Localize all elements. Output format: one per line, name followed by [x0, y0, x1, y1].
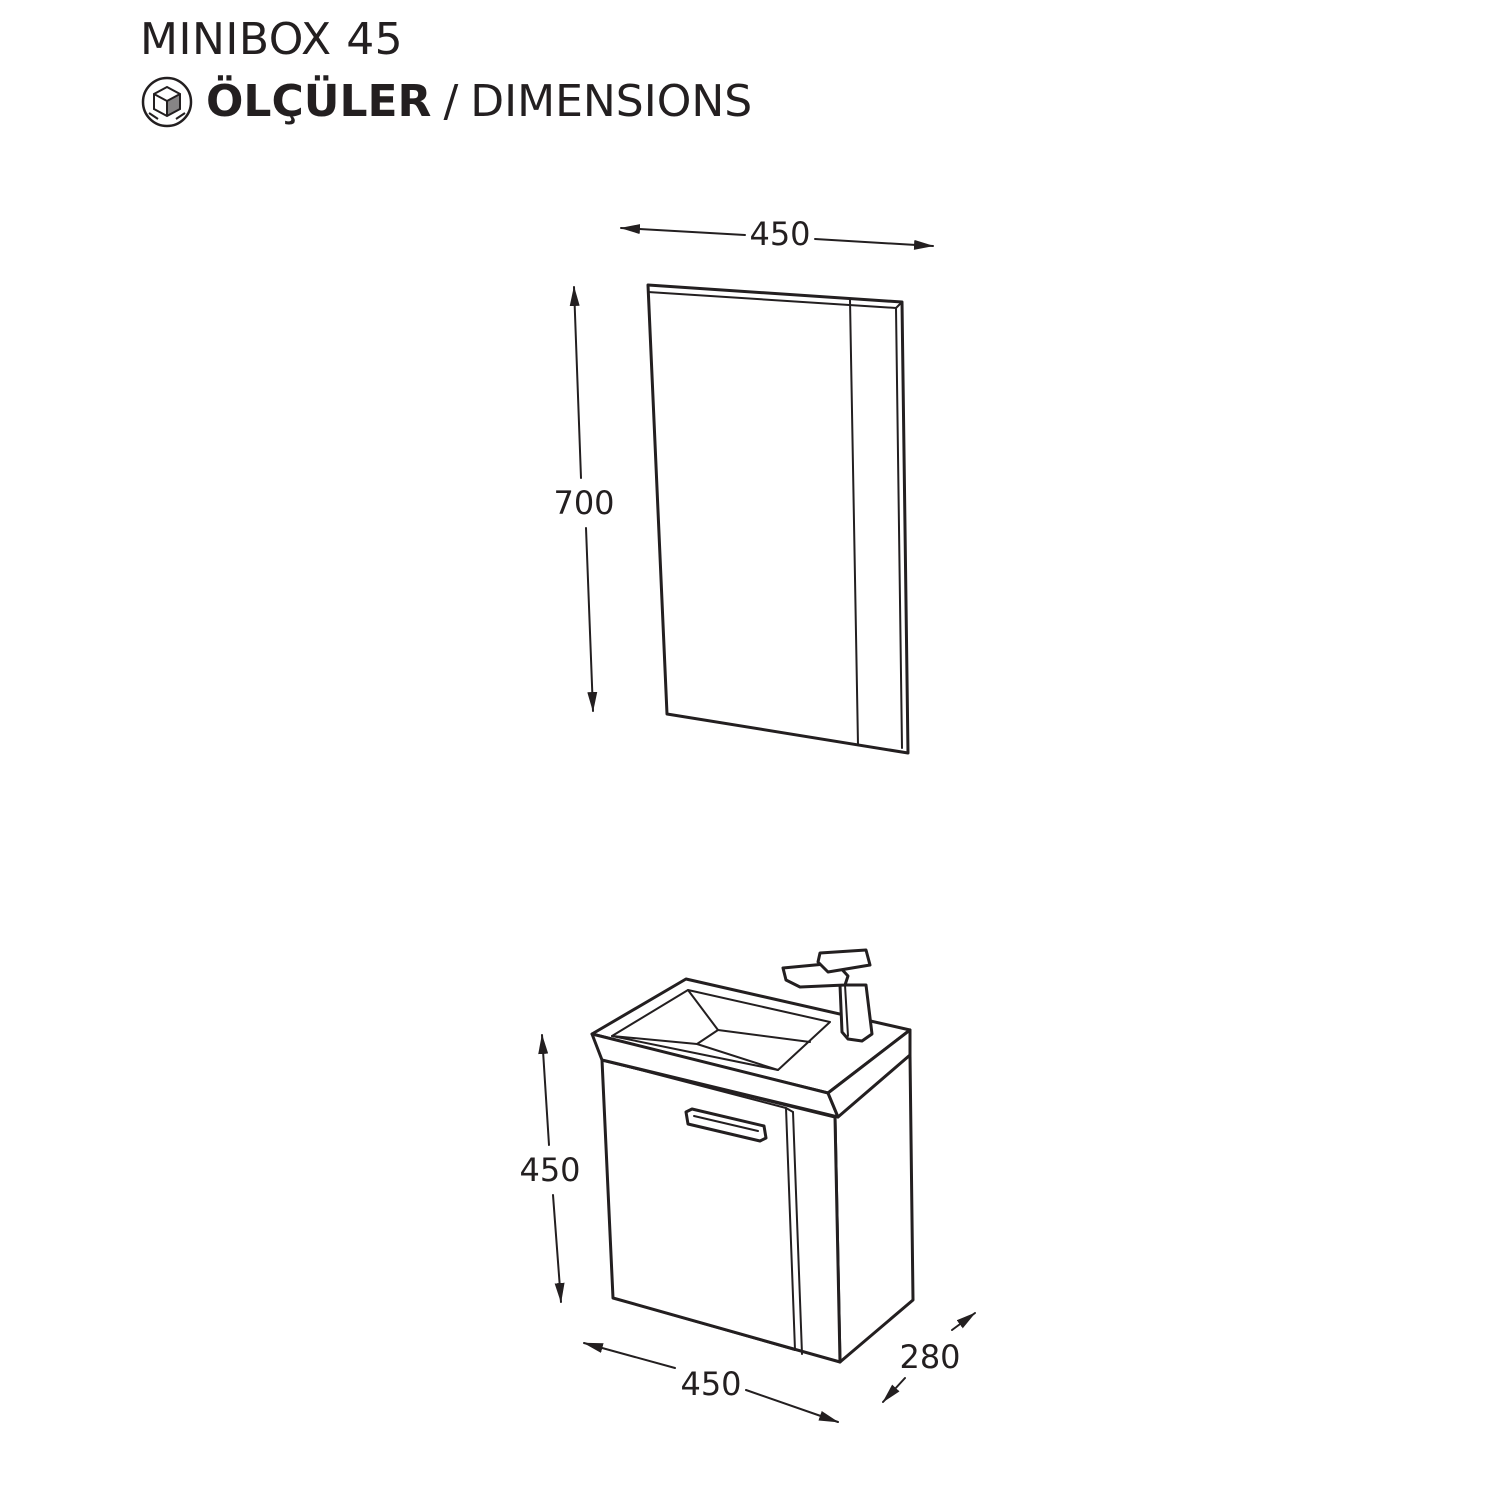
subtitle-turkish: ÖLÇÜLER: [206, 76, 432, 127]
mirror-drawing: [646, 283, 910, 755]
cabinet-depth-dimension: 280: [882, 1312, 976, 1403]
mirror-side-strip: [849, 299, 859, 746]
dimensions-cube-icon: [141, 76, 193, 128]
product-title: MINIBOX 45: [140, 14, 404, 65]
cabinet-width-label: 450: [680, 1365, 741, 1403]
mirror-width-label: 450: [749, 215, 810, 253]
cabinet-drawing: [590, 948, 915, 1364]
subtitle-row: ÖLÇÜLER / DIMENSIONS: [140, 74, 752, 130]
subtitle-separator: /: [443, 76, 459, 127]
mirror-height-dimension: 700: [553, 286, 615, 712]
subtitle-english: DIMENSIONS: [470, 76, 753, 127]
cabinet-height-dimension: 450: [519, 1034, 581, 1303]
mirror-panel: [646, 283, 910, 755]
basin-side-edge: [826, 1028, 912, 1119]
mirror-width-dimension: 450: [620, 215, 934, 253]
basin-bowl: [611, 989, 831, 1071]
door-handle: [684, 1107, 768, 1143]
cabinet-door: [601, 1059, 796, 1351]
cabinet-height-label: 450: [519, 1151, 580, 1189]
mirror-height-label: 700: [553, 484, 614, 522]
faucet: [781, 948, 874, 1043]
cabinet-depth-label: 280: [899, 1338, 960, 1376]
header: MINIBOX 45 ÖLÇÜLER / DIMENSIONS: [140, 12, 752, 130]
cabinet-width-dimension: 450: [583, 1342, 839, 1423]
